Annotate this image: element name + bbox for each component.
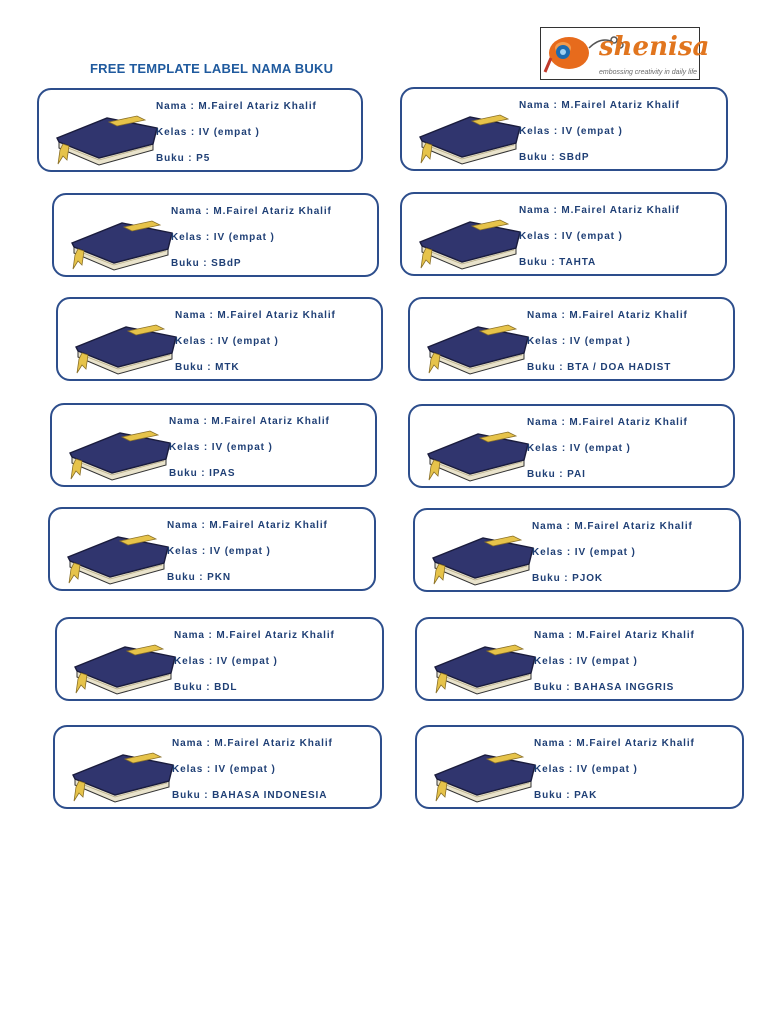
label-nama: Nama : M.Fairel Atariz Khalif <box>174 630 335 641</box>
book-icon <box>74 644 176 695</box>
label-nama: Nama : M.Fairel Atariz Khalif <box>534 738 695 749</box>
book-icon <box>56 115 158 166</box>
label-buku: Buku : BDL <box>174 682 238 693</box>
label-buku: Buku : PKN <box>167 572 231 583</box>
label-kelas: Kelas : IV (empat ) <box>534 656 638 667</box>
label-nama: Nama : M.Fairel Atariz Khalif <box>532 521 693 532</box>
shenisa-logo: shenisa embossing creativity in daily li… <box>540 27 709 80</box>
label-kelas: Kelas : IV (empat ) <box>527 336 631 347</box>
label-kelas: Kelas : IV (empat ) <box>534 764 638 775</box>
book-icon <box>72 752 174 803</box>
book-icon <box>75 324 177 375</box>
label-kelas: Kelas : IV (empat ) <box>156 127 260 138</box>
yarn-scissors-icon <box>543 36 624 73</box>
label-kelas: Kelas : IV (empat ) <box>171 232 275 243</box>
label-nama: Nama : M.Fairel Atariz Khalif <box>527 417 688 428</box>
book-icon <box>427 324 529 375</box>
label-buku: Buku : P5 <box>156 153 211 164</box>
label-kelas: Kelas : IV (empat ) <box>167 546 271 557</box>
label-nama: Nama : M.Fairel Atariz Khalif <box>169 416 330 427</box>
book-icon <box>419 114 521 165</box>
label-buku: Buku : PAI <box>527 469 586 480</box>
label-kelas: Kelas : IV (empat ) <box>175 336 279 347</box>
book-icon <box>427 431 529 482</box>
label-kelas: Kelas : IV (empat ) <box>519 126 623 137</box>
label-kelas: Kelas : IV (empat ) <box>519 231 623 242</box>
logo-text: shenisa <box>599 32 710 62</box>
label-nama: Nama : M.Fairel Atariz Khalif <box>171 206 332 217</box>
label-nama: Nama : M.Fairel Atariz Khalif <box>519 100 680 111</box>
label-buku: Buku : SBdP <box>171 258 242 269</box>
page-title: FREE TEMPLATE LABEL NAMA BUKU <box>90 61 334 76</box>
label-kelas: Kelas : IV (empat ) <box>172 764 276 775</box>
book-icon <box>434 644 536 695</box>
label-kelas: Kelas : IV (empat ) <box>527 443 631 454</box>
label-kelas: Kelas : IV (empat ) <box>174 656 278 667</box>
label-nama: Nama : M.Fairel Atariz Khalif <box>172 738 333 749</box>
label-buku: Buku : TAHTA <box>519 257 597 268</box>
label-buku: Buku : BAHASA INDONESIA <box>172 790 328 801</box>
label-buku: Buku : BTA / DOA HADIST <box>527 362 672 373</box>
book-icon <box>69 430 171 481</box>
label-nama: Nama : M.Fairel Atariz Khalif <box>519 205 680 216</box>
book-icon <box>432 535 534 586</box>
label-nama: Nama : M.Fairel Atariz Khalif <box>175 310 336 321</box>
logo-tagline: embossing creativity in daily life <box>599 69 698 76</box>
label-nama: Nama : M.Fairel Atariz Khalif <box>527 310 688 321</box>
label-nama: Nama : M.Fairel Atariz Khalif <box>167 520 328 531</box>
book-icon <box>419 219 521 270</box>
label-nama: Nama : M.Fairel Atariz Khalif <box>534 630 695 641</box>
label-kelas: Kelas : IV (empat ) <box>169 442 273 453</box>
label-buku: Buku : PJOK <box>532 573 604 584</box>
book-icon <box>67 534 169 585</box>
label-buku: Buku : SBdP <box>519 152 590 163</box>
book-icon <box>71 220 173 271</box>
book-icon <box>434 752 536 803</box>
label-buku: Buku : BAHASA INGGRIS <box>534 682 675 693</box>
label-buku: Buku : PAK <box>534 790 598 801</box>
label-buku: Buku : MTK <box>175 362 240 373</box>
label-buku: Buku : IPAS <box>169 468 236 479</box>
label-nama: Nama : M.Fairel Atariz Khalif <box>156 101 317 112</box>
label-kelas: Kelas : IV (empat ) <box>532 547 636 558</box>
